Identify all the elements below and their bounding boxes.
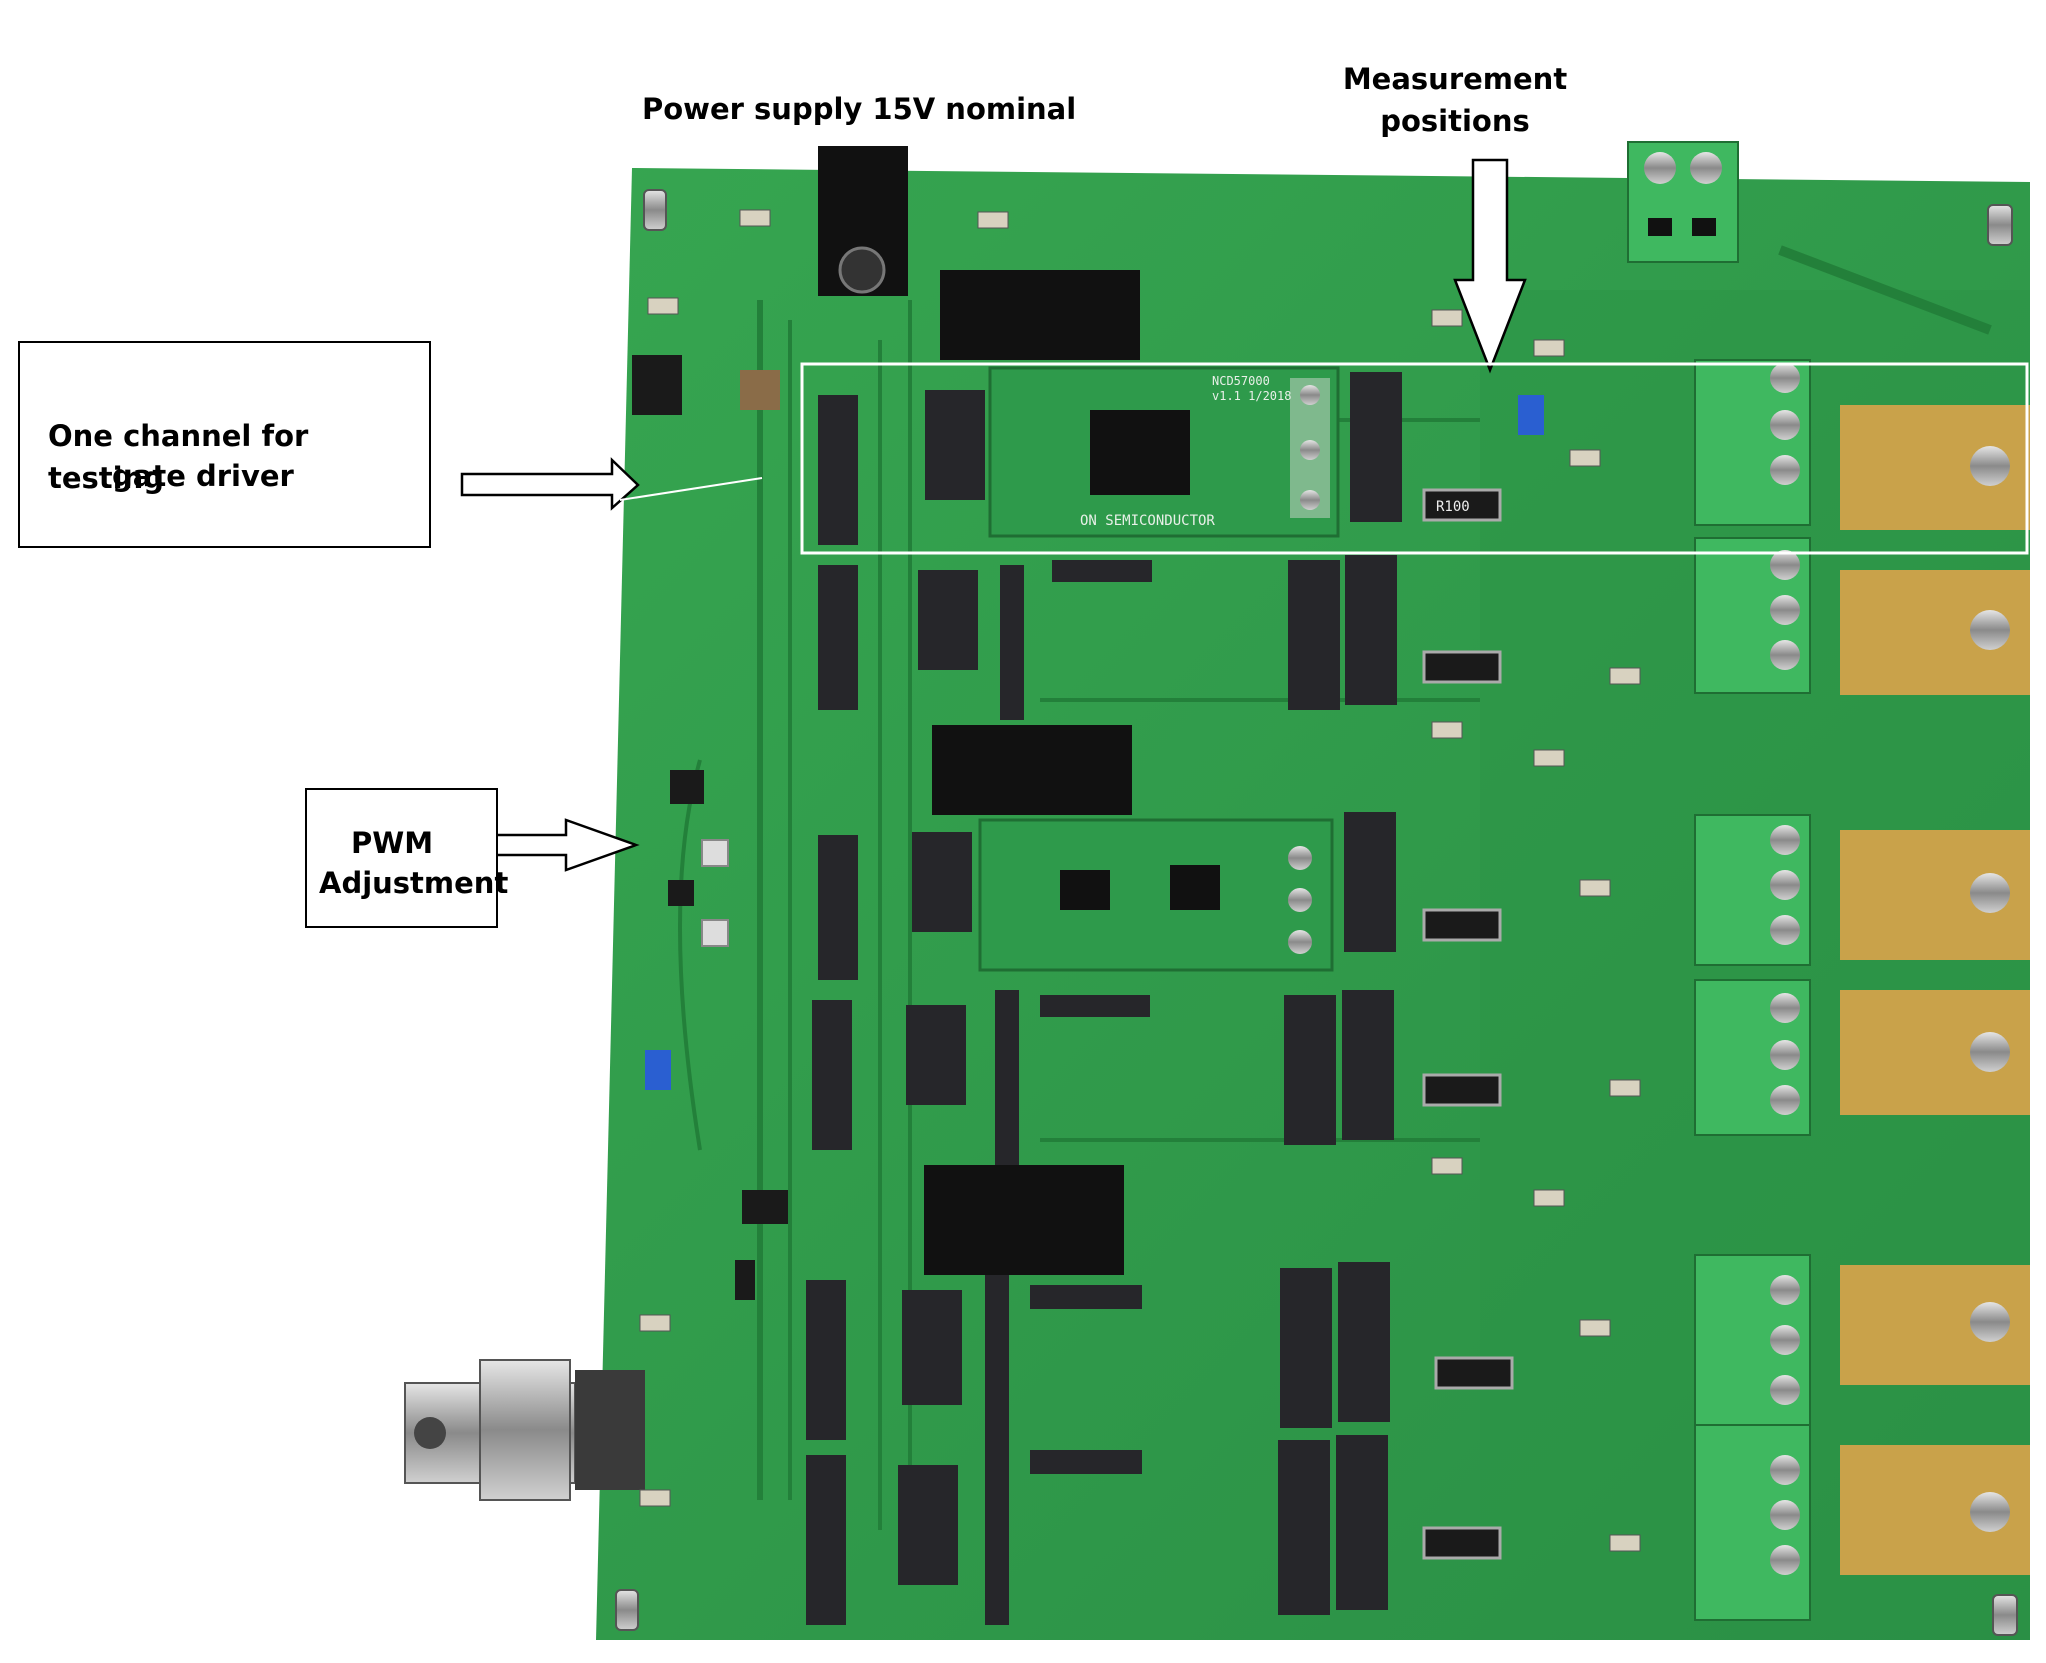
measurement-down-arrow xyxy=(1453,158,1527,374)
pwm-annotation-box: PWM Adjustment xyxy=(305,788,508,928)
trimmer-potentiometer xyxy=(701,839,729,947)
dcdc-converter xyxy=(932,725,1132,815)
trace xyxy=(1778,245,1992,335)
module1-part-text: NCD57000 xyxy=(1212,374,1270,388)
blue-jumper xyxy=(1518,395,1544,435)
module1-vendor-text: ON SEMICONDUCTOR xyxy=(1080,513,1215,529)
blue-jumper xyxy=(645,1050,671,1090)
measurement-positions-label: Measurement positions xyxy=(1340,58,1570,142)
connector-blocks xyxy=(1278,372,1402,1615)
channel-pointer-line xyxy=(619,477,763,501)
measurement-line2: positions xyxy=(1380,104,1530,138)
channel-line1: One channel for testing xyxy=(48,419,309,495)
header-strips xyxy=(806,390,1152,1625)
output-screw-terminals xyxy=(1694,359,1811,1621)
smd-components xyxy=(639,209,1641,1552)
dcdc-converter xyxy=(924,1165,1124,1275)
measurement-line1: Measurement xyxy=(1342,62,1568,96)
pwm-arrow xyxy=(494,818,640,872)
pwm-line2: Adjustment xyxy=(319,866,509,900)
dc-power-jack xyxy=(818,146,908,296)
shunt-resistors: R100 xyxy=(1422,488,1514,1560)
pwm-line1: PWM xyxy=(351,826,434,860)
channel-annotation-box: One channel for testing gate driver xyxy=(18,341,431,548)
channel-line2: gate driver xyxy=(112,459,294,493)
bnc-connector xyxy=(404,1359,645,1501)
power-supply-label: Power supply 15V nominal xyxy=(642,92,1077,126)
module1-version-text: v1.1 1/2018 xyxy=(1212,389,1291,403)
gate-driver-module-2 xyxy=(978,818,1334,972)
channel-highlight-box xyxy=(800,362,2029,555)
resistor-marking: R100 xyxy=(1436,499,1470,515)
dcdc-converter xyxy=(940,270,1140,360)
gate-driver-module-ncd57000: NCD57000 v1.1 1/2018 ON SEMICONDUCTOR xyxy=(988,366,1340,538)
channel-arrow xyxy=(460,457,640,511)
heatsink-holes xyxy=(1970,446,2010,1532)
top-screw-terminal xyxy=(1627,141,1739,263)
pwm-circuit-parts xyxy=(632,355,788,1300)
standoff xyxy=(615,189,2018,1636)
